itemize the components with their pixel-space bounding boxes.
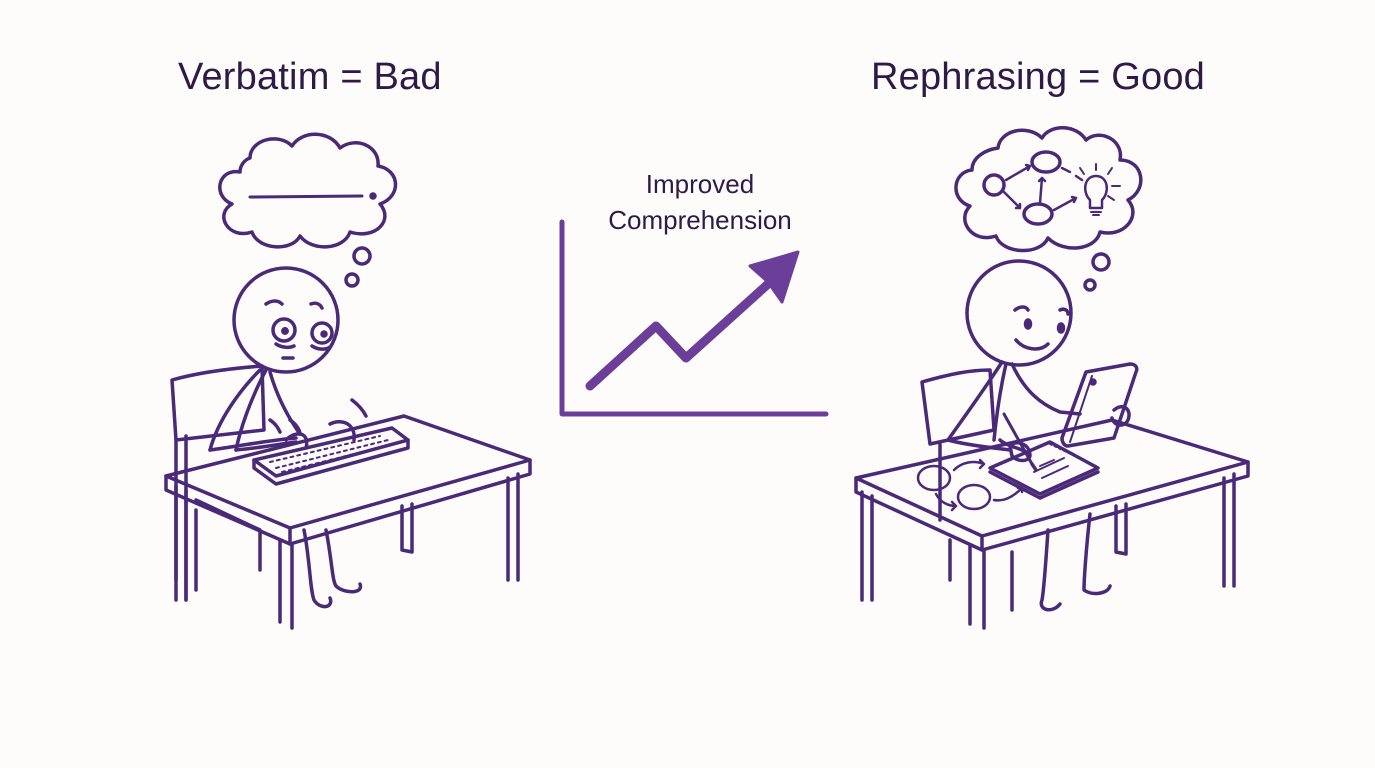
keyboard-icon bbox=[252, 426, 410, 486]
right-person-icon bbox=[946, 259, 1112, 612]
left-thought-cloud-icon bbox=[218, 132, 398, 288]
verbatim-bad-heading: Verbatim = Bad bbox=[178, 56, 442, 98]
lightbulb-icon bbox=[1079, 163, 1121, 216]
comprehension-chart-icon bbox=[559, 219, 829, 417]
chart-label-line2: Comprehension bbox=[608, 205, 792, 235]
right-chair-icon bbox=[920, 368, 996, 522]
rephrasing-good-heading: Rephrasing = Good bbox=[871, 56, 1206, 98]
desk-diagram-sketch-icon bbox=[916, 458, 1024, 512]
right-desk-icon bbox=[854, 418, 1250, 630]
chart-label-line1: Improved bbox=[645, 169, 755, 199]
left-person-icon bbox=[208, 266, 368, 609]
improved-comprehension-label: Improved Comprehension bbox=[570, 166, 830, 238]
right-thought-cloud-icon bbox=[954, 126, 1143, 292]
tablet-icon bbox=[1060, 362, 1139, 448]
notepad-icon bbox=[988, 440, 1100, 500]
left-desk-icon bbox=[164, 414, 532, 630]
